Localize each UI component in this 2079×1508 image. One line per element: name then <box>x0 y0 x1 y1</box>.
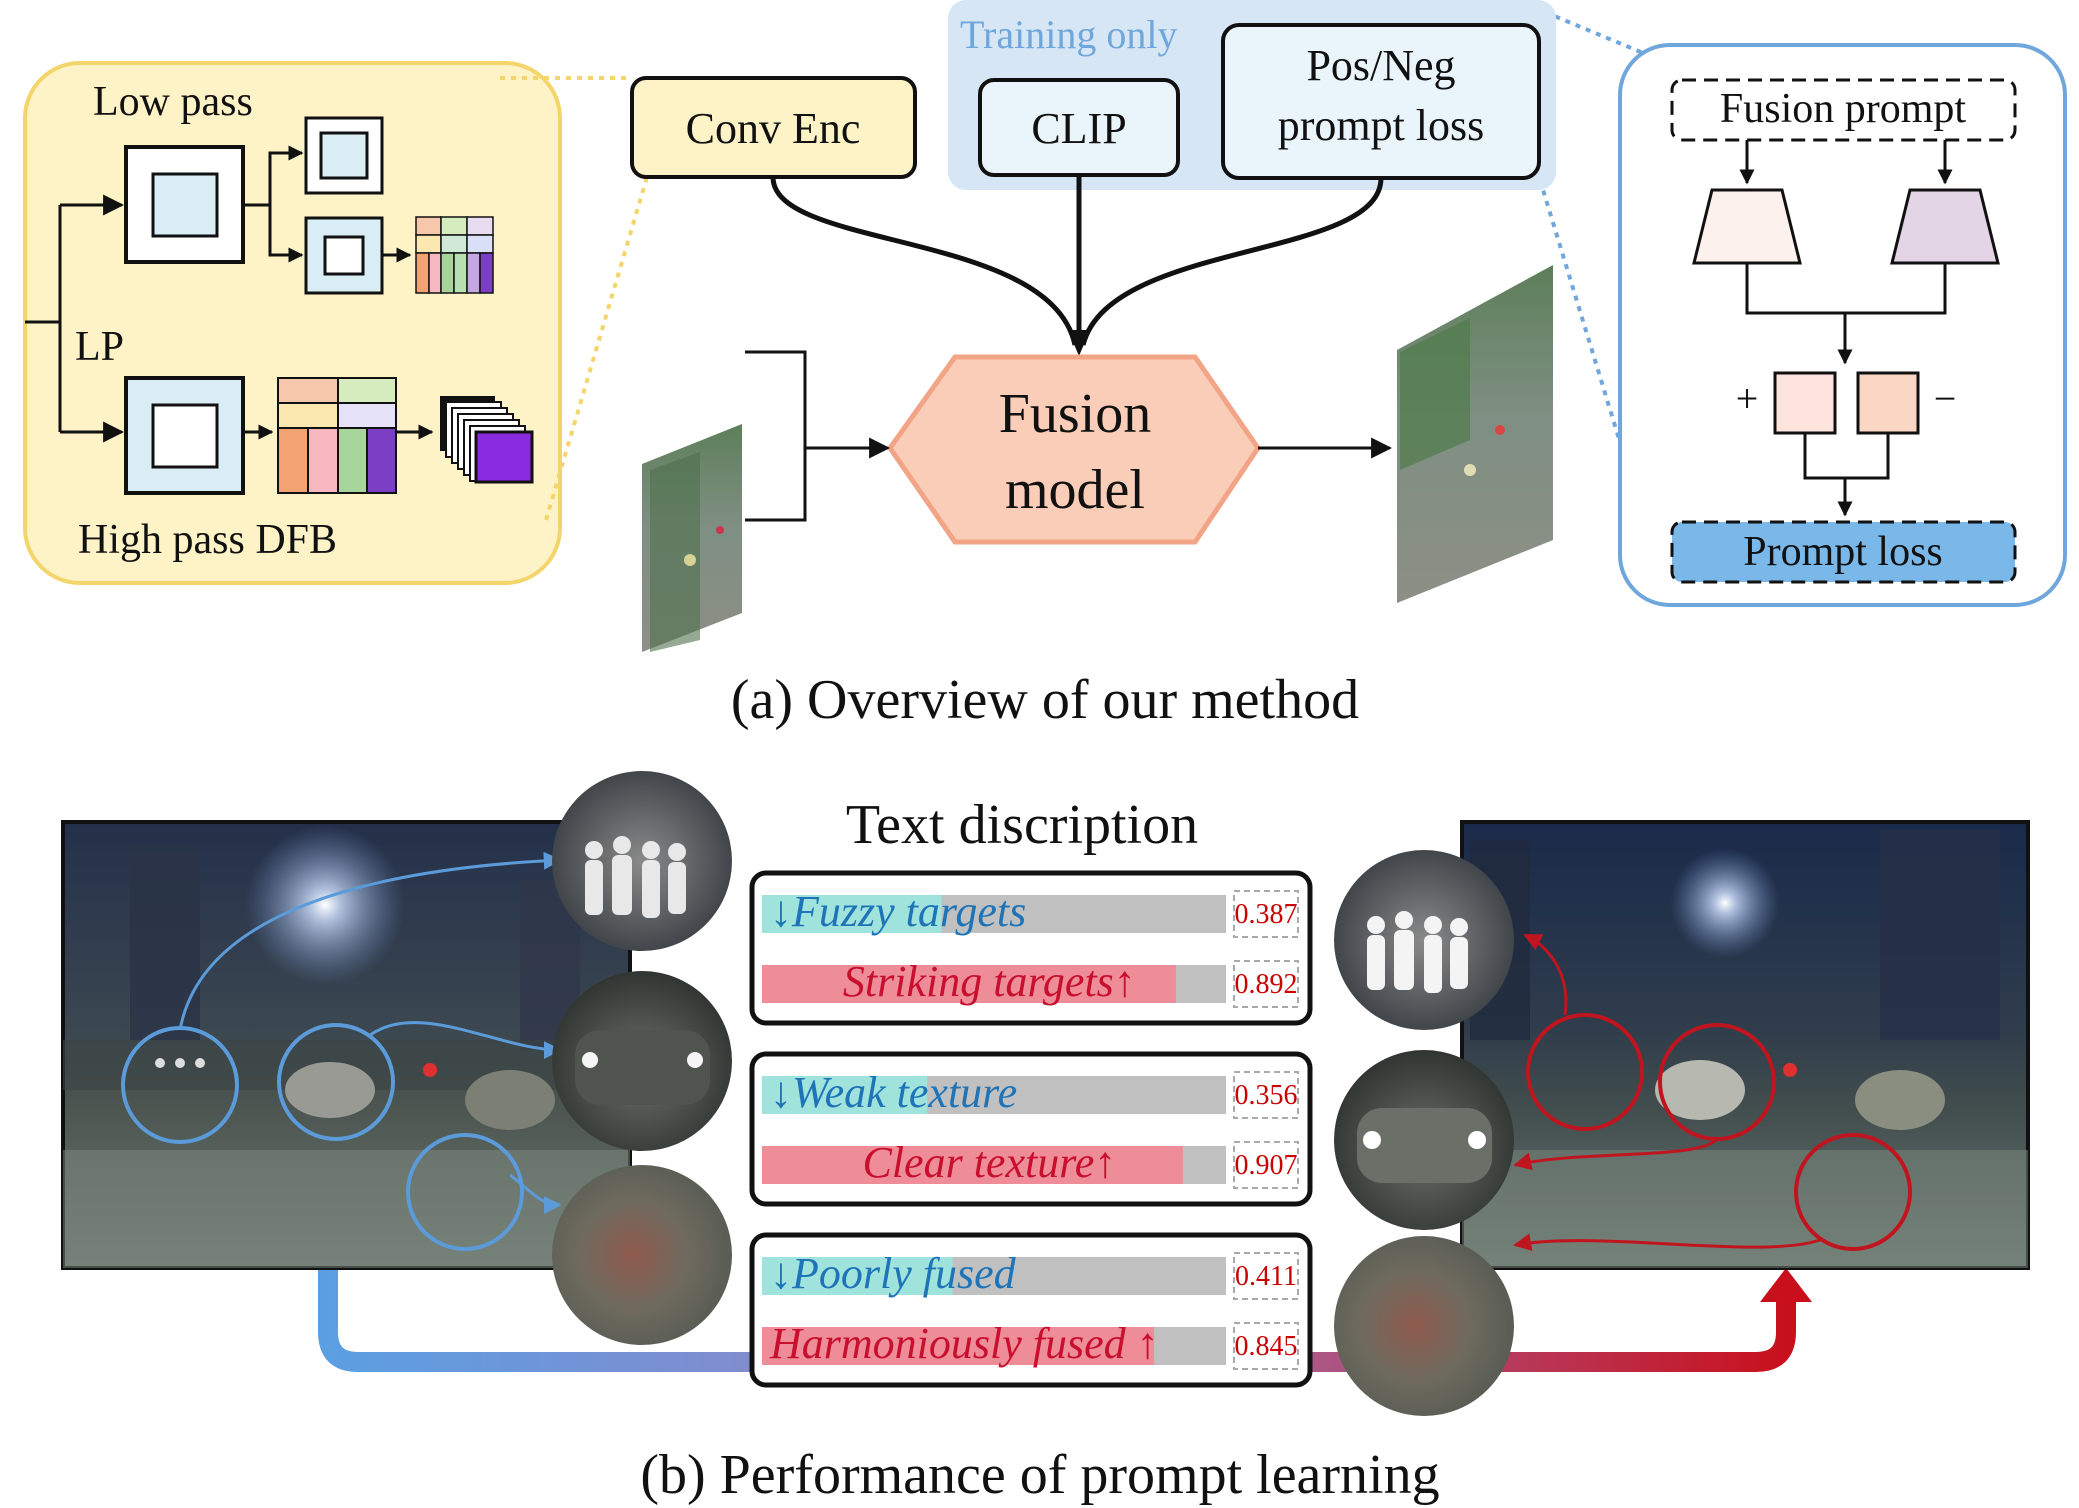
positive-score-value: 0.845 <box>1235 1331 1298 1362</box>
input-image-stack <box>642 424 742 652</box>
positive-prompt-text: Striking targets↑ <box>843 957 1136 1006</box>
conv-enc-label: Conv Enc <box>686 104 861 153</box>
small-dfb-grid <box>415 216 494 294</box>
text-encoder-shape <box>1692 188 1802 265</box>
prompt-loss-line2: prompt loss <box>1278 101 1485 150</box>
negative-score-box <box>1233 890 1299 938</box>
input-arrow <box>745 350 885 522</box>
pos-neg-prompt-loss-box: Pos/Neg prompt loss <box>1221 23 1541 180</box>
negative-score-box <box>1856 371 1920 435</box>
loss-arrow <box>1080 177 1384 346</box>
positive-score-box <box>1233 960 1299 1008</box>
negative-score-box <box>1233 1252 1299 1300</box>
positive-score-value: 0.892 <box>1235 969 1298 1000</box>
text-description-title: Text discription <box>846 794 1198 856</box>
positive-score-bar <box>762 1327 1155 1365</box>
negative-score-box <box>1233 1071 1299 1119</box>
source-fused-image <box>61 820 632 1270</box>
negative-prompt-text: ↓Weak texture <box>770 1068 1017 1117</box>
fusion-prompt-label: Fusion prompt <box>1720 86 1967 132</box>
conv-enc-arrow <box>770 176 1078 346</box>
result-fused-image <box>1460 820 2030 1270</box>
low-pass-label: Low pass <box>93 79 253 125</box>
clip-label: CLIP <box>1031 104 1126 153</box>
negative-prompt-text: ↓Fuzzy targets <box>770 887 1026 936</box>
positive-prompt-text: Harmoniously fused ↑ <box>769 1319 1159 1368</box>
merge-arrowhead <box>1068 330 1090 356</box>
zoom-circle-car-right <box>1334 1050 1514 1230</box>
positive-score-box <box>1233 1322 1299 1370</box>
feature-map-stack <box>440 396 534 484</box>
negative-score-bar <box>762 895 942 933</box>
positive-score-bar <box>762 965 1176 1003</box>
fusion-model-node: Fusion model <box>886 354 1262 545</box>
positive-score-bar <box>762 1146 1183 1184</box>
negative-score-value: 0.356 <box>1235 1080 1298 1111</box>
zoom-circle-targets-left <box>552 771 732 951</box>
high-pass-dfb-label: High pass DFB <box>78 517 337 563</box>
prompt-loss-line1: Pos/Neg <box>1306 41 1455 90</box>
conv-enc-box: Conv Enc <box>630 76 917 179</box>
zoom-circle-car-left <box>552 971 732 1151</box>
large-dfb-grid <box>277 377 397 494</box>
clip-box: CLIP <box>978 78 1180 177</box>
negative-score-bar <box>762 1257 953 1295</box>
image-encoder-shape <box>1890 188 2000 265</box>
output-image <box>1397 265 1553 603</box>
positive-prompt-text: Clear texture↑ <box>862 1138 1116 1187</box>
plus-sign: + <box>1736 376 1759 421</box>
zoom-circle-targets-right <box>1334 850 1514 1030</box>
zoom-circle-texture-left <box>552 1165 732 1345</box>
prompt-loss-panel: Fusion prompt + − Prompt loss <box>1618 43 2067 607</box>
training-only-label: Training only <box>960 12 1177 57</box>
decomposition-panel: Low pass LP High pass DFB <box>23 61 562 585</box>
fusion-model-line1: Fusion <box>999 383 1152 445</box>
negative-score-value: 0.387 <box>1235 899 1298 930</box>
flow-arrowhead <box>1760 1268 1812 1302</box>
negative-score-bar <box>762 1076 928 1114</box>
positive-score-box <box>1233 1141 1299 1189</box>
zoom-circle-texture-right <box>1334 1236 1514 1416</box>
fusion-model-line2: model <box>1005 459 1145 521</box>
dotted-connector <box>1538 179 1632 476</box>
minus-sign: − <box>1934 376 1957 421</box>
dotted-connector <box>544 159 654 521</box>
lp-label: LP <box>75 324 124 370</box>
caption-a: (a) Overview of our method <box>731 669 1359 731</box>
caption-b: (b) Performance of prompt learning <box>640 1444 1439 1506</box>
prompt-loss-label: Prompt loss <box>1743 529 1943 575</box>
negative-prompt-text: ↓Poorly fused <box>770 1249 1017 1298</box>
negative-score-value: 0.411 <box>1235 1261 1297 1292</box>
positive-score-value: 0.907 <box>1235 1150 1298 1181</box>
positive-score-box <box>1773 371 1837 435</box>
